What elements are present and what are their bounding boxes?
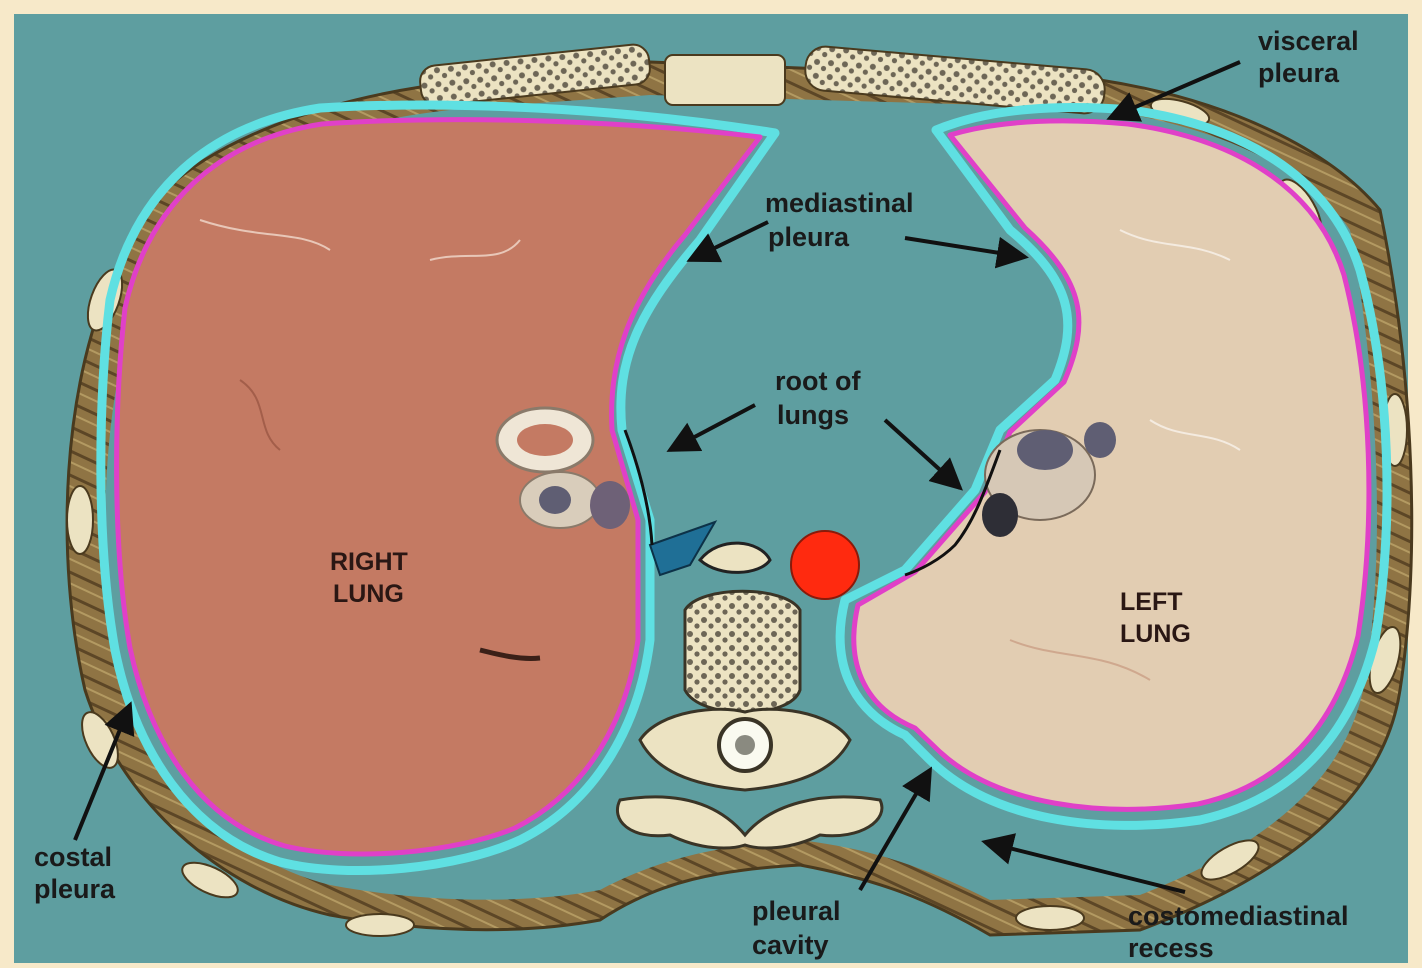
label-left-lung-line1: LEFT <box>1120 588 1183 616</box>
label-mediastinal-pleura-line2: pleura <box>768 222 850 252</box>
label-costomediastinal-recess-line2: recess <box>1128 933 1214 963</box>
label-mediastinal-pleura-line1: mediastinal <box>765 188 914 218</box>
aorta <box>791 531 859 599</box>
label-root-of-lungs-line1: root of <box>775 366 861 396</box>
label-costal-pleura-line1: costal <box>34 842 112 872</box>
label-visceral-pleura-line2: pleura <box>1258 58 1340 88</box>
label-left-lung-line2: LUNG <box>1120 620 1191 648</box>
label-visceral-pleura-line1: visceral <box>1258 26 1359 56</box>
label-costal-pleura-line2: pleura <box>34 874 116 904</box>
label-root-of-lungs-line2: lungs <box>777 400 849 430</box>
label-right-lung-line2: LUNG <box>333 580 404 608</box>
label-costomediastinal-recess-line1: costomediastinal <box>1128 901 1349 931</box>
label-right-lung-line1: RIGHT <box>330 548 408 576</box>
label-pleural-cavity-line1: pleural <box>752 896 841 926</box>
label-pleural-cavity-line2: cavity <box>752 930 829 960</box>
